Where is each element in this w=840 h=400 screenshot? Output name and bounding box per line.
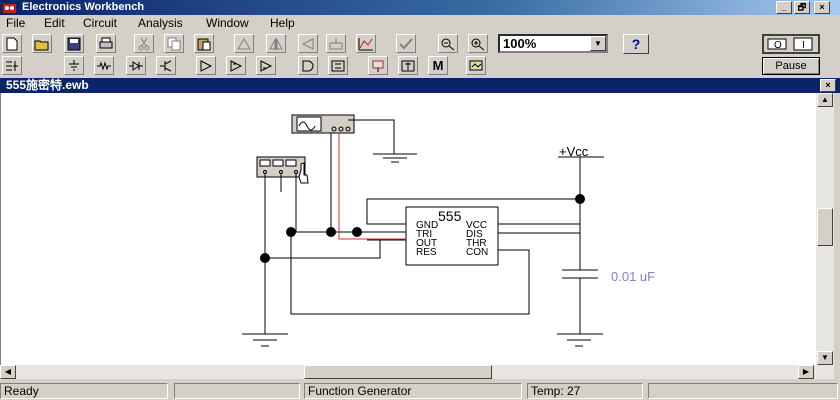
schematic-canvas[interactable]: 555 GND TRI OUT RES VCC DIS THR CON +Vcc… xyxy=(0,93,816,365)
chip-label: 555 xyxy=(438,208,462,224)
open-folder-icon[interactable] xyxy=(32,34,52,53)
vertical-scroll-thumb[interactable] xyxy=(817,208,833,246)
scroll-down-icon[interactable]: ▼ xyxy=(817,351,833,365)
indicators-bin-icon[interactable] xyxy=(368,56,388,75)
copy-icon[interactable] xyxy=(164,34,184,53)
document-title: 555施密特.ewb xyxy=(6,78,89,92)
subcircuit-icon[interactable] xyxy=(326,34,346,53)
controls-bin-icon[interactable] xyxy=(398,56,418,75)
component-properties-icon[interactable] xyxy=(396,34,416,53)
zoom-out-icon[interactable] xyxy=(438,34,458,53)
menu-bar: File Edit Circuit Analysis Window Help xyxy=(0,15,840,32)
status-bar: Ready Function Generator Temp: 27 xyxy=(0,382,840,400)
analog-ics-bin-icon[interactable] xyxy=(196,56,216,75)
capacitor-label: 0.01 uF xyxy=(611,269,655,284)
cut-icon[interactable] xyxy=(134,34,154,53)
transistors-bin-icon[interactable] xyxy=(156,56,176,75)
menu-help[interactable]: Help xyxy=(270,16,295,30)
power-switch-icon: O I xyxy=(767,37,813,51)
instruments-bin-icon[interactable] xyxy=(466,56,486,75)
svg-text:I: I xyxy=(802,40,805,51)
power-switch[interactable]: O I xyxy=(762,34,820,54)
probe-wire xyxy=(338,133,406,240)
close-button[interactable]: × xyxy=(814,1,830,14)
schematic-drawing: 555 GND TRI OUT RES VCC DIS THR CON +Vcc… xyxy=(242,114,655,347)
diodes-bin-icon[interactable] xyxy=(126,56,146,75)
flip-vertical-icon[interactable] xyxy=(298,34,318,53)
save-icon[interactable] xyxy=(64,34,84,53)
status-ready: Ready xyxy=(0,383,168,399)
title-bar: Electronics Workbench _ 🗗 × xyxy=(0,0,840,15)
pin-thr: THR xyxy=(466,238,487,249)
scroll-up-icon[interactable]: ▲ xyxy=(817,93,833,107)
document-title-bar: 555施密特.ewb × xyxy=(0,78,840,93)
status-temp: Temp: 27 xyxy=(527,383,643,399)
digital-bin-icon[interactable] xyxy=(328,56,348,75)
menu-window[interactable]: Window xyxy=(206,16,249,30)
scroll-left-icon[interactable]: ◀ xyxy=(0,365,16,379)
vertical-scrollbar[interactable]: ▲ ▼ xyxy=(816,93,834,379)
pin-out: OUT xyxy=(416,238,437,249)
app-title: Electronics Workbench xyxy=(22,1,145,13)
menu-analysis[interactable]: Analysis xyxy=(138,16,183,30)
restore-button[interactable]: 🗗 xyxy=(794,1,810,14)
scroll-right-icon[interactable]: ▶ xyxy=(798,365,814,379)
close-document-button[interactable]: × xyxy=(820,79,836,92)
minimize-button[interactable]: _ xyxy=(776,1,792,14)
miscellaneous-bin-icon[interactable]: M xyxy=(428,56,448,75)
horizontal-scrollbar[interactable]: ◀ ▶ xyxy=(0,365,816,379)
status-empty xyxy=(174,383,300,399)
status-component: Function Generator xyxy=(304,383,522,399)
help-button[interactable]: ? xyxy=(623,34,649,54)
basic-bin-icon[interactable] xyxy=(94,56,114,75)
app-icon xyxy=(3,4,16,13)
horizontal-scroll-thumb[interactable] xyxy=(304,365,492,379)
menu-file[interactable]: File xyxy=(6,16,26,30)
new-file-icon[interactable] xyxy=(2,34,22,53)
pin-dis: DIS xyxy=(466,229,483,240)
pin-tri: TRI xyxy=(416,229,432,240)
pin-vcc: VCC xyxy=(466,220,487,231)
svg-text:O: O xyxy=(774,40,782,51)
flip-horizontal-icon[interactable] xyxy=(266,34,286,53)
mixed-ics-bin-icon[interactable] xyxy=(226,56,246,75)
chevron-down-icon[interactable]: ▼ xyxy=(590,36,606,51)
zoom-select[interactable]: 100% ▼ xyxy=(498,34,608,53)
rotate-icon[interactable] xyxy=(234,34,254,53)
logic-gates-bin-icon[interactable] xyxy=(298,56,318,75)
parts-bin-favorites-icon[interactable] xyxy=(2,56,22,75)
menu-circuit[interactable]: Circuit xyxy=(83,16,118,30)
zoom-value: 100% xyxy=(503,36,537,51)
zoom-in-icon[interactable] xyxy=(468,34,488,53)
main-toolbar xyxy=(0,32,840,54)
pin-res: RES xyxy=(416,247,437,258)
pin-gnd: GND xyxy=(416,220,438,231)
menu-edit[interactable]: Edit xyxy=(44,16,65,30)
pin-con: CON xyxy=(466,247,488,258)
print-icon[interactable] xyxy=(96,34,116,53)
graph-icon[interactable] xyxy=(356,34,376,53)
hand-cursor-icon xyxy=(298,162,309,184)
pause-button[interactable]: Pause xyxy=(762,57,820,75)
supply-label: +Vcc xyxy=(559,144,589,159)
status-extra xyxy=(648,383,838,399)
paste-icon[interactable] xyxy=(194,34,214,53)
digital-ics-bin-icon[interactable] xyxy=(256,56,276,75)
parts-toolbar: M xyxy=(0,54,840,76)
sources-bin-icon[interactable] xyxy=(64,56,84,75)
